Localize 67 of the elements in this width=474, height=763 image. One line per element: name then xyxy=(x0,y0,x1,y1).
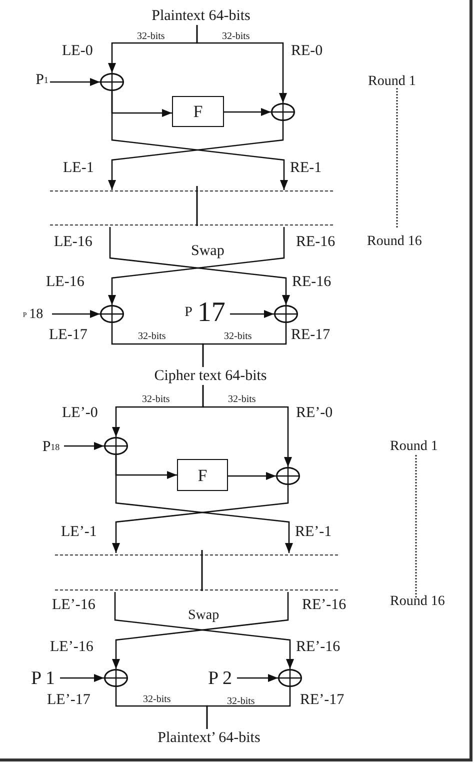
output-label: Cipher text 64-bits xyxy=(133,367,288,385)
arrow xyxy=(230,310,274,318)
subkey-label: $^{P}$ 17 xyxy=(180,297,230,329)
half-block-label: LE-16 xyxy=(46,274,84,290)
half-block-label: LE-1 xyxy=(63,160,94,176)
xor-symbol xyxy=(271,103,295,121)
connector-line xyxy=(202,323,287,367)
arrow xyxy=(52,310,100,318)
function-box: F xyxy=(172,96,224,127)
half-block-label: LE-17 xyxy=(49,328,88,342)
half-block-label: RE’-17 xyxy=(300,692,344,708)
connector-line xyxy=(206,687,291,729)
swap-label: Swap xyxy=(191,244,224,258)
xor-symbol xyxy=(100,73,124,91)
half-block-label: LE’-16 xyxy=(50,640,94,654)
round-label: Round 1 xyxy=(368,75,416,89)
half-block-label: LE’-17 xyxy=(47,692,90,708)
bit-width-label: 32-bits xyxy=(222,32,250,42)
input-label: Plaintext 64-bits xyxy=(140,7,262,25)
arrow xyxy=(50,78,100,86)
bit-width-label: 32-bits xyxy=(142,395,170,405)
bit-width-label: 32-bits xyxy=(137,32,165,42)
bit-width-label: 32-bits xyxy=(227,697,255,707)
half-block-label: LE’-0 xyxy=(62,406,98,420)
xor-symbol xyxy=(276,467,300,485)
arrow xyxy=(60,674,104,682)
arrow xyxy=(64,442,104,450)
bit-width-label: 32-bits xyxy=(138,332,166,342)
arrow xyxy=(202,385,292,467)
arrow xyxy=(237,674,278,682)
arrow xyxy=(108,121,284,190)
xor-symbol xyxy=(278,669,302,687)
half-block-label: RE-17 xyxy=(291,328,330,342)
half-block-label: RE’-16 xyxy=(302,598,346,612)
subkey-label: $^{P}$ 18 xyxy=(14,305,52,325)
half-block-label: LE’-1 xyxy=(61,524,97,540)
arrow xyxy=(228,472,276,480)
xor-symbol xyxy=(274,305,298,323)
half-block-label: RE-16 xyxy=(296,234,336,250)
bit-width-label: 32-bits xyxy=(228,395,256,405)
round-label: Round 16 xyxy=(367,235,422,249)
half-block-label: LE-16 xyxy=(54,234,92,250)
round-label: Round 1 xyxy=(390,440,438,454)
output-label: Plaintext’ 64-bits xyxy=(138,729,280,747)
xor-symbol xyxy=(104,669,128,687)
subkey-label: P 1 xyxy=(26,667,60,689)
half-block-label: LE’-16 xyxy=(52,598,96,612)
arrow xyxy=(224,108,271,116)
arrow xyxy=(111,91,288,190)
bit-width-label: 32-bits xyxy=(224,332,252,342)
swap-label: Swap xyxy=(188,609,220,623)
half-block-label: LE-0 xyxy=(62,44,93,58)
arrow xyxy=(112,485,289,553)
round-label: Round 16 xyxy=(390,595,445,609)
subkey-label: P 2 xyxy=(203,667,237,689)
half-block-label: RE-1 xyxy=(290,160,322,176)
half-block-label: RE-16 xyxy=(292,274,332,290)
xor-symbol xyxy=(100,305,124,323)
arrow xyxy=(196,25,287,103)
half-block-label: RE’-1 xyxy=(295,524,332,540)
arrow xyxy=(115,455,293,553)
half-block-label: RE’-16 xyxy=(296,640,340,654)
function-box: F xyxy=(177,459,228,491)
bit-width-label: 32-bits xyxy=(143,695,171,705)
half-block-label: RE-0 xyxy=(291,44,323,58)
xor-symbol xyxy=(104,437,128,455)
half-block-label: RE’-0 xyxy=(296,406,333,420)
